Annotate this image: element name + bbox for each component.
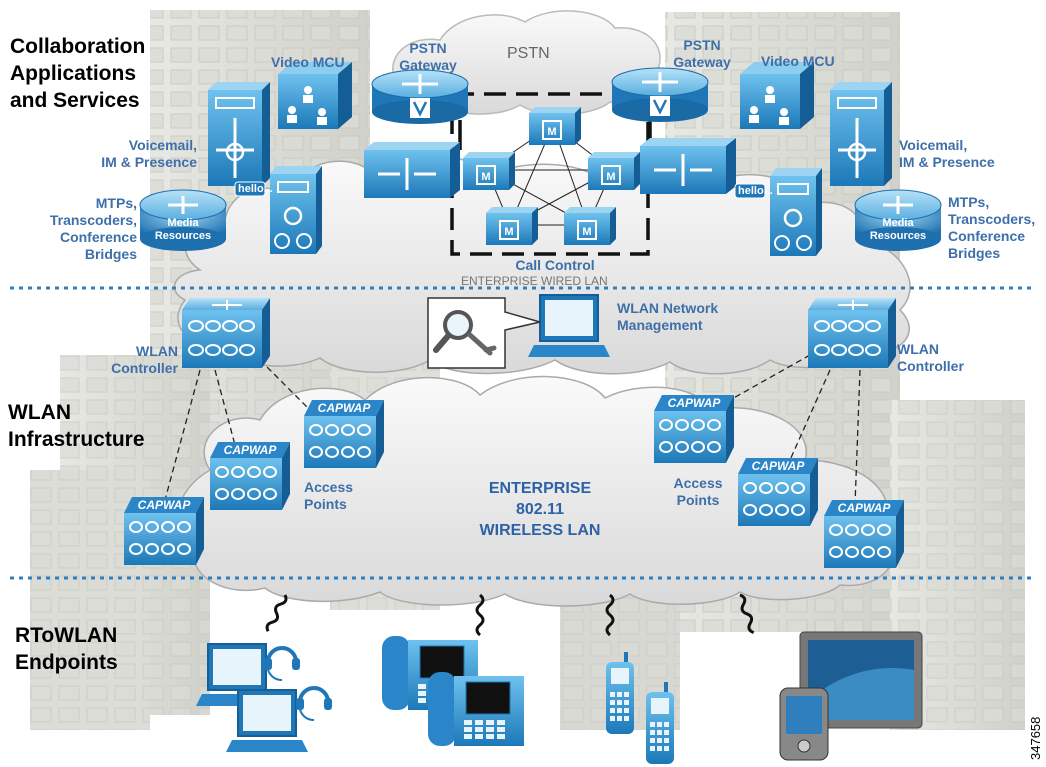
mtps-left-label: MTPs, Transcoders, Conference Bridges [49, 195, 137, 262]
wlan-controller-right [808, 298, 896, 368]
headset-2 [296, 686, 332, 721]
svg-text:Resources: Resources [155, 230, 211, 242]
svg-text:CAPWAP: CAPWAP [318, 401, 372, 415]
svg-text:CAPWAP: CAPWAP [668, 396, 722, 410]
svg-text:Media: Media [167, 217, 199, 229]
ip-phone-2 [428, 672, 524, 746]
management-tool-callout [427, 297, 541, 369]
svg-text:CAPWAP: CAPWAP [838, 501, 892, 515]
call-manager-left: M [463, 152, 515, 190]
call-control-label: Call Control [515, 257, 595, 273]
video-mcu-left-label: Video MCU [271, 54, 345, 70]
svg-text:M: M [606, 171, 615, 183]
wlan-controller-left-label: WLAN Controller [111, 343, 178, 376]
headset-1 [264, 646, 300, 681]
section-endpoints: RToWLAN Endpoints [15, 624, 118, 674]
switch-left [364, 142, 460, 198]
wlan-network-management-label: WLAN Network Management [617, 300, 719, 333]
access-point-2: CAPWAP [210, 442, 290, 510]
pstn-gateway-left-router [371, 69, 469, 124]
figure-number: 347658 [1028, 716, 1043, 760]
presence-server-left: hello... [234, 166, 322, 254]
call-manager-bottom-right: M [564, 207, 616, 245]
wireless-phone-2 [646, 682, 674, 764]
wireless-phone-1 [606, 652, 634, 734]
video-mcu-left [278, 62, 352, 129]
pstn-gateway-left-label: PSTN Gateway [399, 40, 457, 73]
call-manager-bottom-left: M [486, 207, 538, 245]
access-point-5: CAPWAP [738, 458, 818, 526]
access-point-1: CAPWAP [304, 400, 384, 468]
endpoint-cables [265, 593, 755, 637]
svg-text:hello...: hello... [238, 183, 273, 195]
svg-text:M: M [504, 226, 513, 238]
video-mcu-right [740, 62, 814, 129]
svg-text:hello...: hello... [738, 185, 773, 197]
svg-text:M: M [481, 171, 490, 183]
svg-text:CAPWAP: CAPWAP [138, 498, 192, 512]
enterprise-wired-lan-label: ENTERPRISE WIRED LAN [461, 274, 608, 288]
call-manager-top: M [529, 107, 581, 145]
voicemail-right-label: Voicemail, IM & Presence [899, 137, 995, 170]
section-collaboration: Collaboration Applications and Services [10, 35, 146, 112]
svg-text:M: M [582, 226, 591, 238]
access-point-6: CAPWAP [824, 500, 904, 568]
video-mcu-right-label: Video MCU [761, 53, 835, 69]
call-manager-right: M [588, 152, 640, 190]
svg-text:CAPWAP: CAPWAP [752, 459, 806, 473]
access-points-left-label: Access Points [304, 479, 354, 512]
presence-server-right: hello... [734, 168, 822, 256]
pstn-label: PSTN [507, 45, 550, 62]
section-wlan-infrastructure: WLAN Infrastructure [8, 401, 145, 451]
access-point-3: CAPWAP [124, 497, 204, 565]
voicemail-server-right [830, 82, 892, 186]
voicemail-left-label: Voicemail, IM & Presence [101, 137, 197, 170]
svg-text:CAPWAP: CAPWAP [224, 443, 278, 457]
svg-text:Media: Media [882, 217, 914, 229]
wlan-controller-right-label: WLAN Controller [897, 341, 964, 374]
switch-right [640, 138, 736, 194]
pstn-gateway-right-router [611, 67, 709, 122]
pstn-gateway-right-label: PSTN Gateway [673, 37, 731, 70]
laptop-2 [226, 689, 308, 752]
wireless-lan-label: ENTERPRISE 802.11 WIRELESS LAN [479, 480, 601, 539]
access-points-right-label: Access Points [673, 475, 723, 508]
voicemail-server-left [208, 82, 270, 186]
svg-text:Resources: Resources [870, 230, 926, 242]
svg-text:M: M [547, 126, 556, 138]
wlan-controller-left [182, 298, 270, 368]
management-laptop [528, 294, 610, 357]
controller-ap-links [164, 354, 861, 506]
pda-device [779, 687, 829, 761]
mtps-right-label: MTPs, Transcoders, Conference Bridges [948, 194, 1036, 261]
access-point-4: CAPWAP [654, 395, 734, 463]
